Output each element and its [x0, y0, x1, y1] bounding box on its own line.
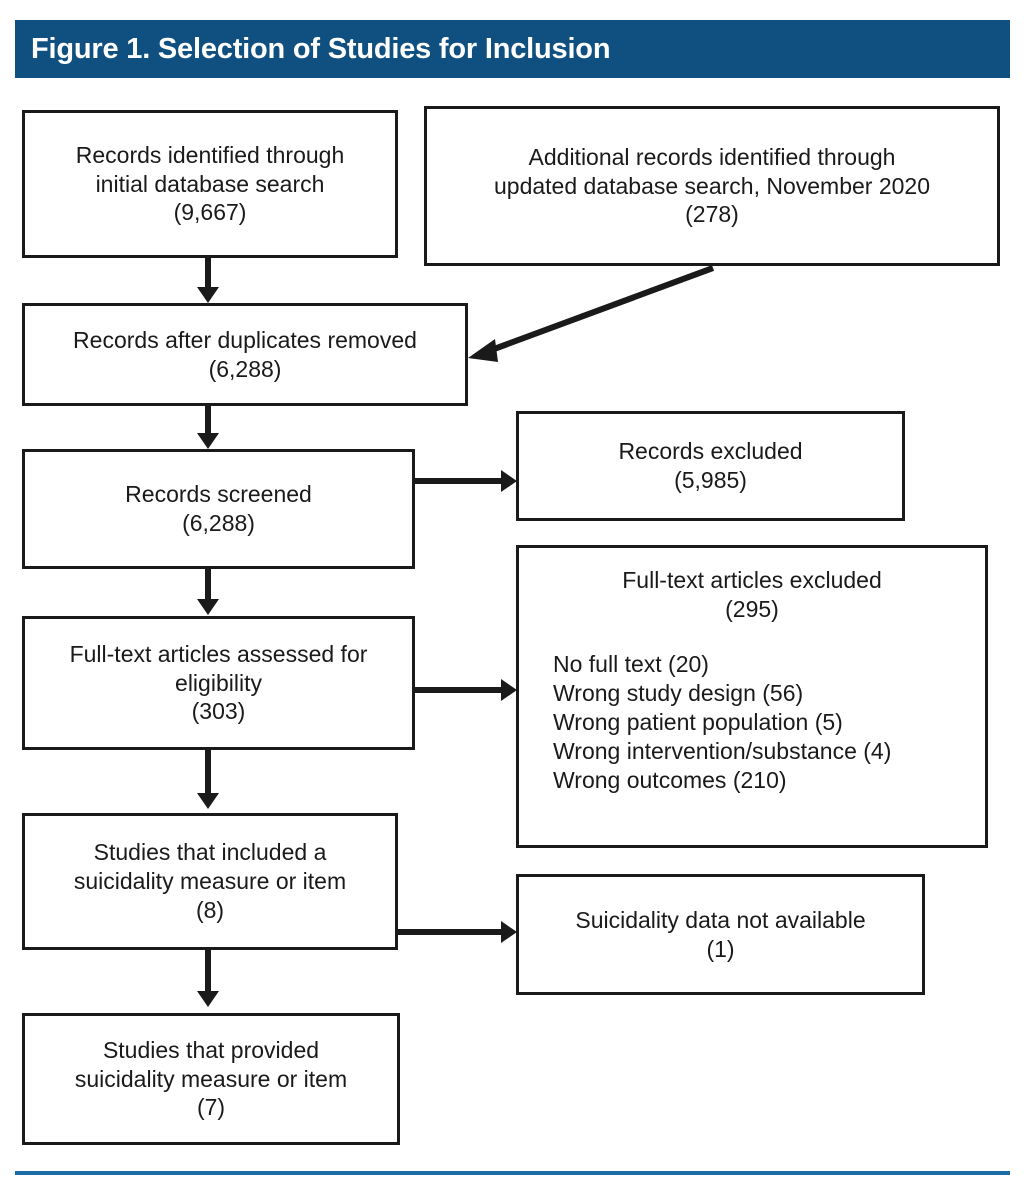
node-duplicates-removed-line-1: Records after duplicates removed: [73, 326, 417, 353]
node-studies-provided-measure-line-3: (7): [196, 1094, 226, 1121]
node-studies-included-measure: Studies that included a suicidality meas…: [22, 813, 398, 950]
arrowhead-fulltext-to-studies-included: [197, 793, 219, 809]
node-data-not-available-line-2: (1): [706, 935, 735, 962]
node-fulltext-excluded-line-1: Full-text articles excluded: [622, 567, 882, 593]
node-fulltext-assessed-line-1: Full-text articles assessed for: [69, 640, 368, 667]
connector-duplicates-to-screened: [205, 406, 211, 436]
node-records-excluded: Records excluded (5,985): [516, 411, 905, 521]
node-fulltext-excluded-heading: Full-text articles excluded (295): [527, 566, 977, 624]
exclusion-reason-wrong-patient-population: Wrong patient population (5): [553, 708, 843, 735]
node-updated-search-line-3: (278): [685, 201, 739, 228]
node-records-screened: Records screened (6,288): [22, 449, 415, 569]
connector-fulltext-to-excluded: [415, 687, 505, 693]
node-records-excluded-line-1: Records excluded: [618, 438, 803, 465]
node-records-screened-line-2: (6,288): [182, 510, 255, 536]
connector-screened-to-fulltext: [205, 569, 211, 601]
node-fulltext-excluded-reasons: No full text (20) Wrong study design (56…: [527, 650, 977, 795]
node-studies-provided-measure-line-1: Studies that provided: [102, 1036, 320, 1063]
node-records-excluded-line-2: (5,985): [674, 467, 747, 493]
node-fulltext-assessed-line-2: eligibility: [175, 669, 262, 696]
connector-studies-to-not-available: [398, 929, 505, 935]
arrowhead-screened-to-excluded: [501, 470, 517, 492]
node-initial-search: Records identified through initial datab…: [22, 110, 398, 258]
node-initial-search-line-3: (9,667): [173, 199, 247, 226]
figure-title-banner: Figure 1. Selection of Studies for Inclu…: [15, 20, 1010, 78]
footer-divider: [15, 1171, 1010, 1175]
node-data-not-available: Suicidality data not available (1): [516, 874, 925, 995]
node-records-screened-line-1: Records screened: [125, 481, 312, 508]
exclusion-reason-no-full-text: No full text (20): [553, 650, 709, 677]
exclusion-reason-wrong-outcomes: Wrong outcomes (210): [553, 766, 787, 793]
node-studies-provided-measure-line-2: suicidality measure or item: [74, 1065, 348, 1092]
node-studies-included-measure-line-2: suicidality measure or item: [73, 868, 347, 895]
arrowhead-duplicates-to-screened: [197, 433, 219, 449]
node-fulltext-assessed: Full-text articles assessed for eligibil…: [22, 616, 415, 750]
connector-initial-to-duplicates: [205, 258, 211, 290]
node-studies-included-measure-line-3: (8): [195, 896, 225, 923]
exclusion-reason-wrong-study-design: Wrong study design (56): [553, 679, 804, 706]
connector-updated-to-duplicates: [468, 265, 715, 362]
node-fulltext-excluded: Full-text articles excluded (295) No ful…: [516, 545, 988, 848]
exclusion-reason-wrong-intervention: Wrong intervention/substance (4): [553, 737, 892, 764]
node-initial-search-line-1: Records identified through: [75, 141, 345, 168]
node-duplicates-removed-line-2: (6,288): [208, 355, 282, 382]
node-updated-search-line-2: updated database search, November 2020: [493, 172, 931, 199]
page-title: Figure 1. Selection of Studies for Inclu…: [31, 32, 611, 65]
arrowhead-initial-to-duplicates: [197, 287, 219, 303]
node-studies-provided-measure: Studies that provided suicidality measur…: [22, 1013, 400, 1145]
connector-screened-to-excluded: [415, 478, 505, 484]
node-initial-search-line-2: initial database search: [95, 170, 325, 197]
node-fulltext-assessed-line-3: (303): [191, 698, 246, 725]
arrowhead-studies-included-to-provided: [197, 991, 219, 1007]
node-updated-search: Additional records identified through up…: [424, 106, 1000, 266]
arrowhead-fulltext-to-excluded: [501, 679, 517, 701]
node-fulltext-excluded-line-2: (295): [725, 595, 779, 622]
node-duplicates-removed: Records after duplicates removed (6,288): [22, 303, 468, 406]
node-studies-included-measure-line-1: Studies that included a: [93, 839, 327, 866]
connector-fulltext-to-studies-included: [205, 750, 211, 796]
node-updated-search-line-1: Additional records identified through: [528, 143, 896, 170]
arrowhead-studies-to-not-available: [501, 921, 517, 943]
node-data-not-available-line-1: Suicidality data not available: [575, 906, 866, 933]
arrowhead-screened-to-fulltext: [197, 599, 219, 615]
connector-studies-included-to-provided: [205, 950, 211, 994]
